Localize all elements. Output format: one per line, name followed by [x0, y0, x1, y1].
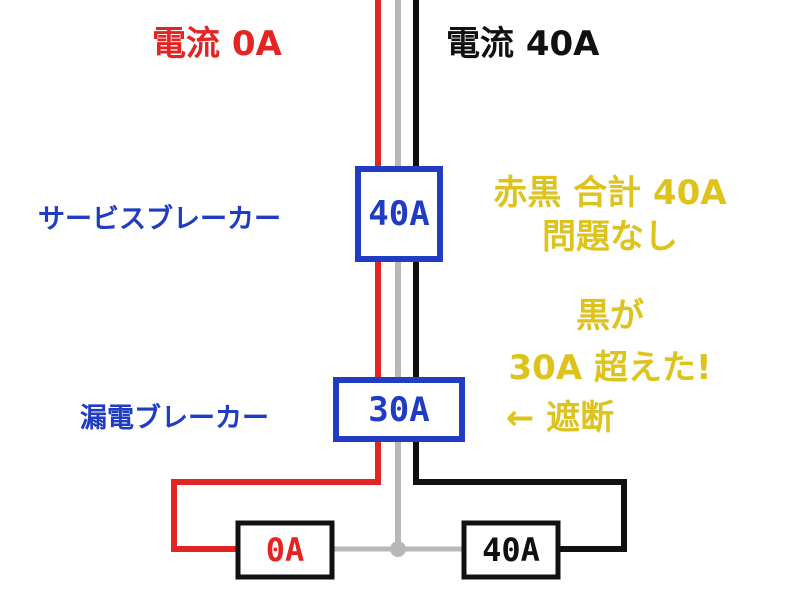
black-exceeded-note-line1: 黒が	[576, 296, 644, 336]
left-load-value: 0A	[265, 531, 305, 569]
trip-note: ← 遮断	[505, 398, 615, 438]
right-load-box	[461, 520, 561, 580]
total-current-note: 赤黒 合計 40A	[493, 173, 727, 213]
black-wire	[413, 0, 627, 552]
leakage-breaker-rating: 30A	[368, 389, 430, 430]
right-load-value: 40A	[482, 531, 540, 569]
red-wire	[171, 0, 381, 552]
leakage-breaker-label: 漏電ブレーカー	[80, 403, 269, 434]
right-current-heading: 電流 40A	[446, 24, 600, 64]
leakage-breaker-box	[333, 377, 465, 442]
service-breaker-rating: 40A	[368, 194, 430, 234]
no-problem-note: 問題なし	[542, 217, 678, 257]
service-breaker-box	[355, 166, 443, 262]
left-current-heading: 電流 0A	[152, 24, 282, 64]
black-exceeded-note-line2: 30A 超えた!	[508, 348, 712, 388]
neutral-junction	[390, 541, 406, 557]
service-breaker-label: サービスブレーカー	[38, 204, 281, 235]
left-load-box	[235, 520, 335, 580]
